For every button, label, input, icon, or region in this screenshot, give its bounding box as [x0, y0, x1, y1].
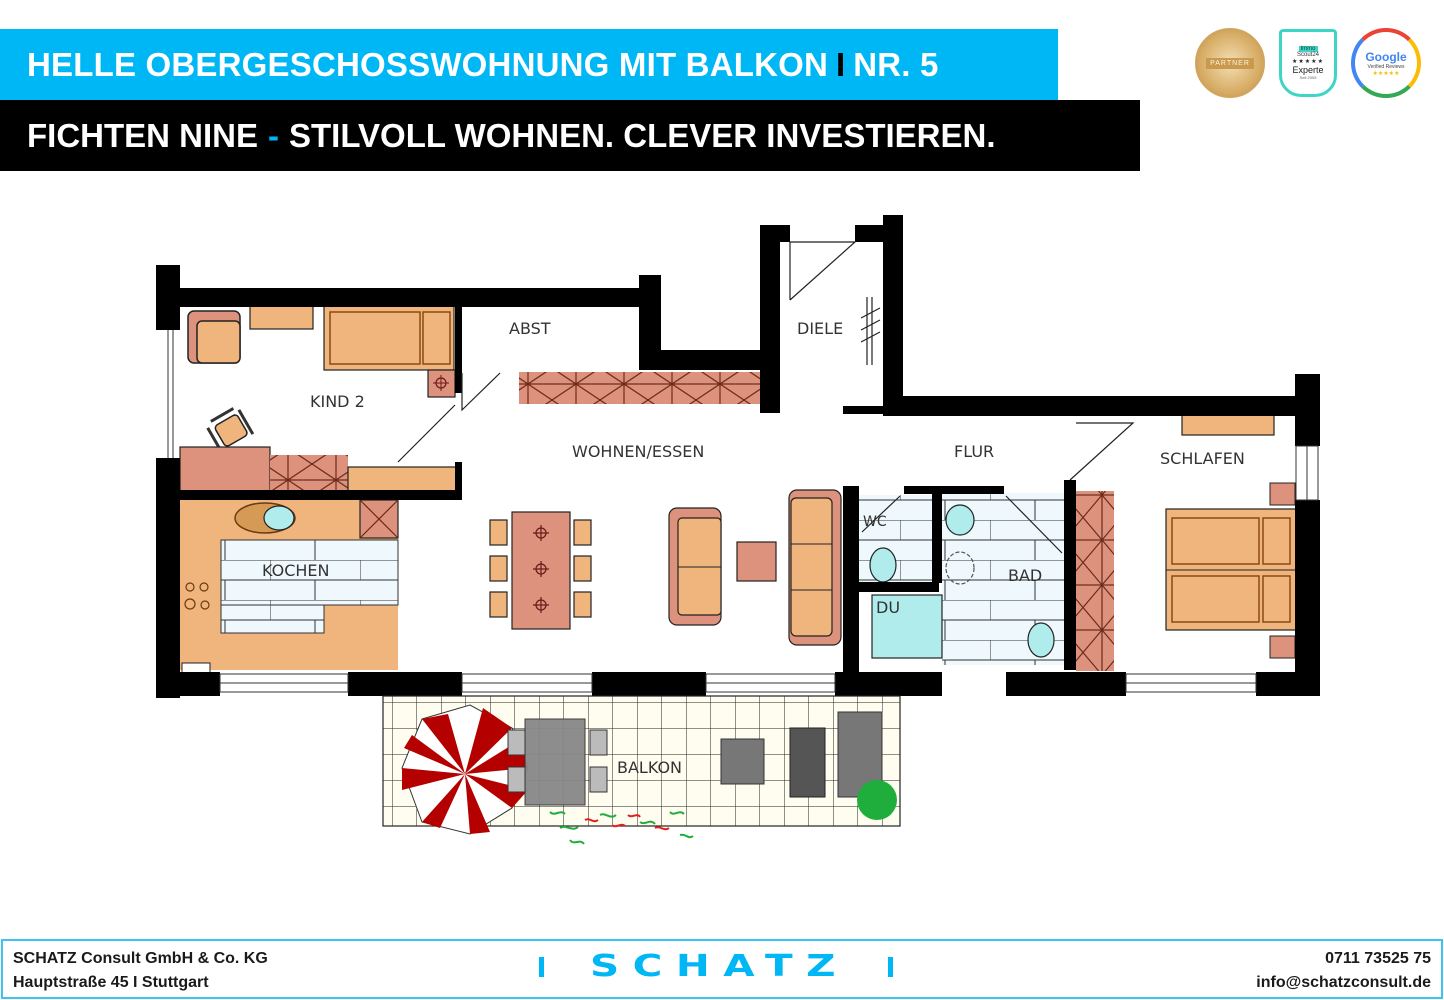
project-name: FICHTEN NINE	[27, 116, 258, 154]
room-label-schlafen: SCHLAFEN	[1160, 449, 1245, 468]
umbrella-icon	[401, 704, 529, 835]
partner-label: PARTNER	[1206, 57, 1254, 69]
room-label-wc: WC	[863, 514, 887, 530]
since-label: Seit 2005	[1299, 75, 1317, 80]
scout-brand: Scout24	[1296, 52, 1320, 58]
title-separator: I	[836, 45, 846, 83]
dining-living-furniture	[489, 489, 842, 646]
company-address: SCHATZ Consult GmbH & Co. KG Hauptstraße…	[13, 947, 268, 995]
immoscout-expert-badge: Immo Scout24 ★★★★★ Experte Seit 2005	[1279, 29, 1337, 97]
partner-seal-badge: PARTNER	[1195, 28, 1265, 98]
windows	[219, 445, 1319, 693]
floor-plan: KIND 2 ABST DIELE WOHNEN/ESSEN FLUR SCHL…	[156, 215, 1320, 845]
room-label-du: DU	[876, 598, 900, 617]
subtitle-dash: -	[268, 116, 279, 154]
listing-title: HELLE OBERGESCHOSSWOHNUNG MIT BALKON	[27, 45, 829, 83]
logo-bar-right	[887, 956, 893, 977]
logo-text: SCHATZ	[590, 949, 849, 984]
room-label-abst: ABST	[509, 319, 551, 338]
room-label-diele: DIELE	[797, 319, 843, 338]
verified-reviews-label: Verified Reviews	[1367, 63, 1405, 70]
room-label-bad: BAD	[1008, 566, 1042, 585]
walls	[156, 215, 1320, 698]
room-label-flur: FLUR	[954, 442, 994, 461]
subtitle-banner: FICHTEN NINE - STILVOLL WOHNEN. CLEVER I…	[0, 100, 1140, 171]
phone-number[interactable]: 0711 73525 75	[1325, 950, 1431, 967]
kind2-furniture	[167, 305, 457, 494]
wardrobe-cabinets	[519, 372, 778, 404]
company-street: Hauptstraße 45 I Stuttgart	[13, 974, 209, 991]
unit-number: NR. 5	[853, 45, 939, 83]
room-label-kind2: KIND 2	[310, 392, 365, 411]
room-label-wohnen-essen: WOHNEN/ESSEN	[572, 442, 704, 461]
balcony	[382, 695, 901, 845]
title-banner: HELLE OBERGESCHOSSWOHNUNG MIT BALKON I N…	[0, 29, 1058, 100]
bathroom-fixtures	[858, 491, 1114, 671]
expert-label: Experte	[1292, 65, 1324, 75]
google-logo: Google	[1365, 49, 1407, 64]
room-label-kochen: KOCHEN	[262, 561, 330, 580]
kitchen-fixtures	[180, 499, 399, 674]
immo-logo: Immo	[1298, 46, 1318, 52]
contact-info: 0711 73525 75 info@schatzconsult.de	[1256, 947, 1431, 995]
email-link[interactable]: info@schatzconsult.de	[1256, 974, 1431, 991]
google-reviews-badge: Google Verified Reviews ★★★★★	[1351, 28, 1421, 98]
door-swings	[397, 241, 1135, 481]
company-name: SCHATZ Consult GmbH & Co. KG	[13, 950, 268, 967]
star-rating-icon: ★★★★★	[1372, 70, 1400, 77]
room-label-balkon: BALKON	[617, 758, 682, 777]
schatz-logo: SCHATZ	[539, 949, 893, 984]
trust-badges: PARTNER Immo Scout24 ★★★★★ Experte Seit …	[1195, 28, 1421, 98]
star-rating-icon: ★★★★★	[1292, 59, 1324, 65]
slogan: STILVOLL WOHNEN. CLEVER INVESTIEREN.	[289, 116, 996, 154]
logo-bar-left	[539, 956, 544, 977]
footer: SCHATZ Consult GmbH & Co. KG Hauptstraße…	[1, 939, 1443, 999]
